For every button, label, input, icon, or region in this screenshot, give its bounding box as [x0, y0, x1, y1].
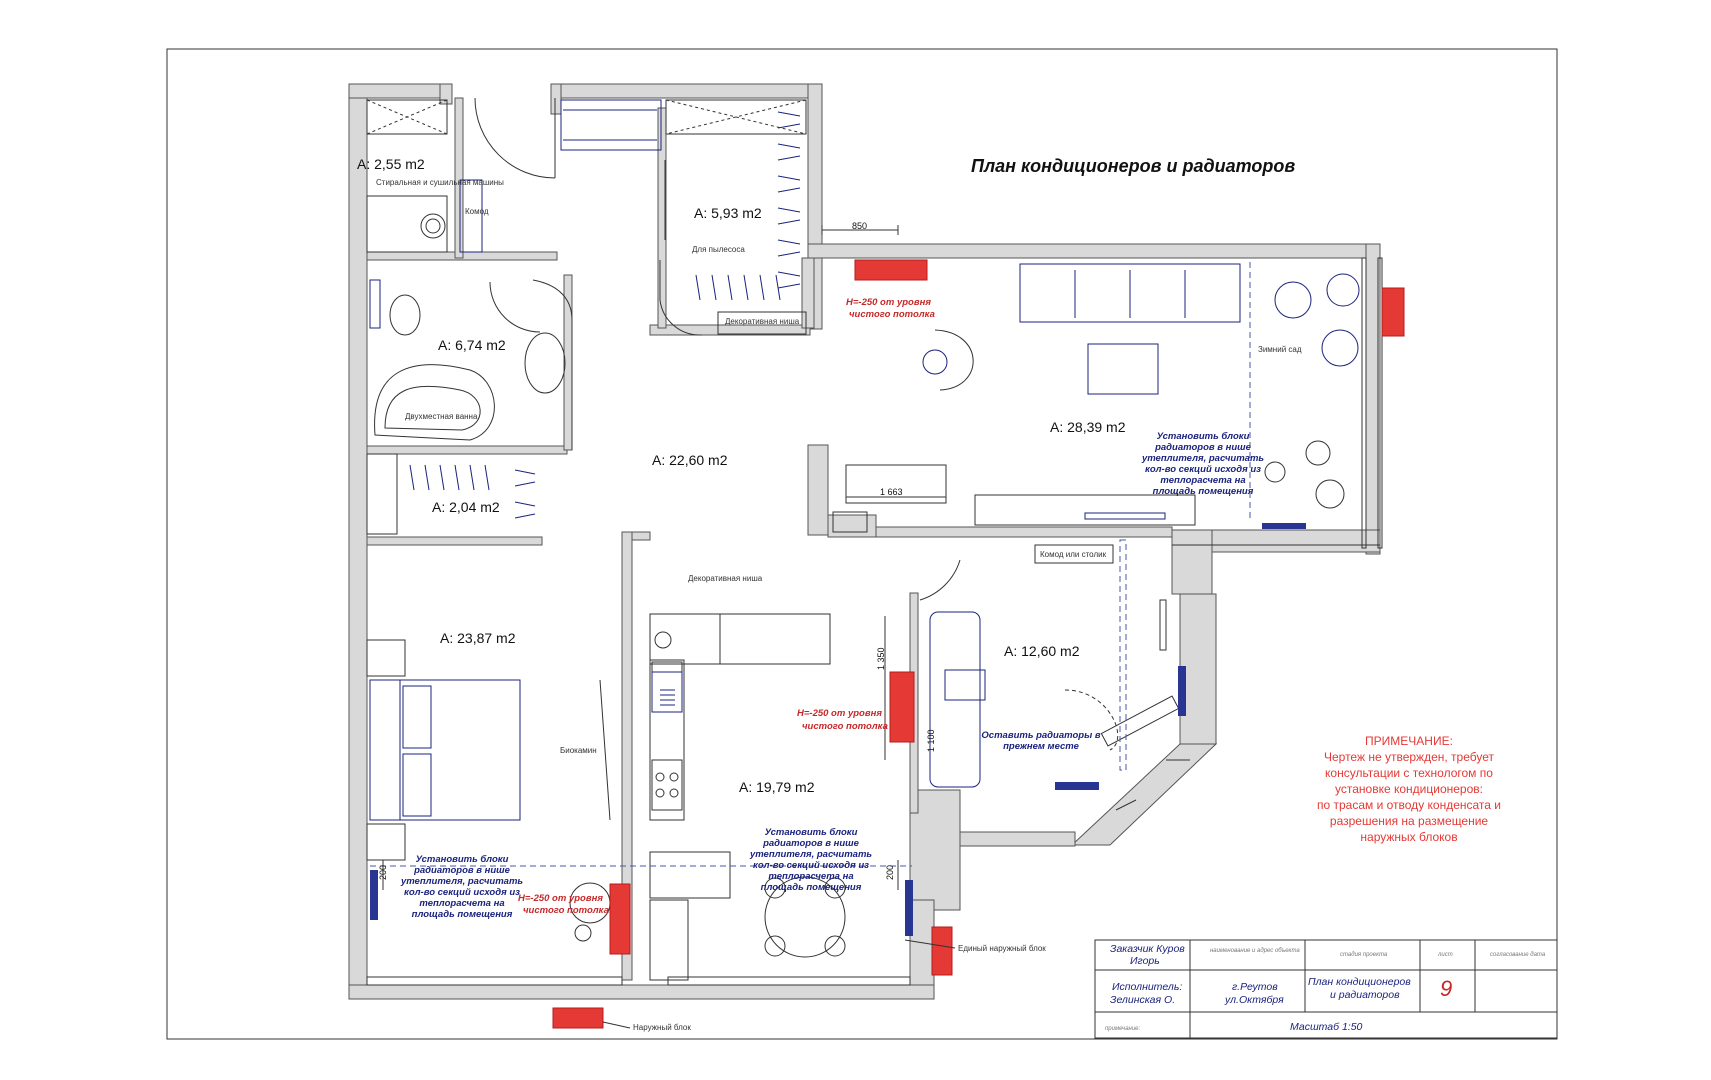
windows — [366, 257, 1383, 986]
label-outdoor: Наружный блок — [633, 1023, 691, 1032]
svg-text:утеплителя, расчитать: утеплителя, расчитать — [400, 876, 523, 887]
stamp-header-sheet: лист — [1437, 952, 1453, 958]
room-area-hall: A: 22,60 m2 — [652, 452, 728, 468]
svg-text:прежнем месте: прежнем месте — [1003, 741, 1079, 752]
svg-text:наружных блоков: наружных блоков — [1360, 830, 1457, 844]
dimensions — [382, 225, 956, 1029]
label-washer: Стиральная и сушильная машины — [376, 178, 504, 187]
svg-text:Н=-250 от уровня: Н=-250 от уровня — [846, 297, 931, 308]
stamp-header-object: наименование и адрес объекта — [1210, 948, 1300, 954]
height-note-bedroom: Н=-250 от уровня чистого потолка — [518, 893, 609, 916]
ac-indoor-bedroom — [609, 883, 631, 955]
ac-units — [552, 259, 1405, 1029]
label-biofire: Биокамин — [560, 746, 597, 755]
stamp-address: г.Реутов — [1232, 981, 1278, 993]
svg-text:Н=-250 от уровня: Н=-250 от уровня — [518, 893, 603, 904]
svg-text:теплорасчета на: теплорасчета на — [768, 871, 853, 882]
svg-text:кол-во секций исходя из: кол-во секций исходя из — [1145, 464, 1261, 475]
stamp-header-stage: стадия проекта — [1340, 952, 1388, 958]
svg-text:ул.Октября: ул.Октября — [1224, 994, 1284, 1006]
svg-text:Чертеж не утвержден, требует: Чертеж не утвержден, требует — [1324, 750, 1495, 764]
svg-text:чистого потолка: чистого потолка — [523, 905, 609, 916]
ac-outdoor-main — [552, 1007, 604, 1029]
svg-text:утеплителя, расчитать: утеплителя, расчитать — [1141, 453, 1264, 464]
svg-text:площадь помещения: площадь помещения — [761, 882, 862, 893]
svg-text:теплорасчета на: теплорасчета на — [1160, 475, 1245, 486]
ac-outdoor-living — [1381, 287, 1405, 337]
dim-1663: 1 663 — [880, 487, 903, 497]
svg-text:радиаторов в нише: радиаторов в нише — [413, 865, 511, 876]
dim-200-b: 200 — [885, 865, 895, 880]
keep-note-study: Оставить радиаторы в прежнем месте — [981, 730, 1100, 752]
svg-text:кол-во секций исходя из: кол-во секций исходя из — [404, 887, 520, 898]
furniture — [366, 97, 1360, 981]
svg-text:разрешения на размещение: разрешения на размещение — [1330, 814, 1489, 828]
room-area-wardrobe: A: 2,04 m2 — [432, 499, 500, 515]
svg-text:площадь помещения: площадь помещения — [1153, 486, 1254, 497]
label-bath: Двухместная ванна — [405, 412, 478, 421]
label-vacuum: Для пылесоса — [692, 245, 745, 254]
label-garden: Зимний сад — [1258, 345, 1302, 354]
svg-text:установке кондиционеров:: установке кондиционеров: — [1335, 782, 1483, 796]
svg-text:кол-во секций исходя из: кол-во секций исходя из — [753, 860, 869, 871]
svg-text:радиаторов в нише: радиаторов в нише — [1154, 442, 1252, 453]
room-area-living: A: 28,39 m2 — [1050, 419, 1126, 435]
stamp-remarks: примечание: — [1105, 1026, 1141, 1032]
plan-title: План кондиционеров и радиаторов — [971, 156, 1295, 176]
svg-text:теплорасчета на: теплорасчета на — [419, 898, 504, 909]
stamp-executor: Исполнитель: — [1112, 981, 1182, 993]
svg-text:Установить блоки: Установить блоки — [765, 827, 858, 838]
stamp-sheet-number: 9 — [1440, 976, 1452, 1001]
svg-text:и радиаторов: и радиаторов — [1330, 989, 1400, 1001]
svg-text:чистого потолка: чистого потолка — [802, 721, 888, 732]
label-komod-table: Комод или столик — [1040, 550, 1107, 559]
room-area-bathroom: A: 6,74 m2 — [438, 337, 506, 353]
dim-850: 850 — [852, 221, 867, 231]
sheet-frame — [166, 48, 1558, 1040]
ac-indoor-living — [854, 259, 928, 281]
room-area-kitchen: A: 19,79 m2 — [739, 779, 815, 795]
label-komod: Комод — [465, 207, 489, 216]
label-niche-2: Декоративная ниша — [688, 574, 763, 583]
stamp-customer: Заказчик Куров — [1110, 943, 1185, 955]
stamp-header-approval: согласование дата — [1490, 952, 1546, 958]
room-area-laundry: A: 2,55 m2 — [357, 156, 425, 172]
remark-block: ПРИМЕЧАНИЕ: Чертеж не утвержден, требует… — [1317, 734, 1501, 844]
svg-text:Установить блоки: Установить блоки — [416, 854, 509, 865]
svg-text:Игорь: Игорь — [1130, 955, 1160, 967]
walls — [348, 83, 1381, 1000]
svg-text:радиаторов в нише: радиаторов в нише — [762, 838, 860, 849]
label-niche-1: Декоративная ниша — [725, 317, 800, 326]
svg-text:Установить блоки: Установить блоки — [1157, 431, 1250, 442]
dim-200-a: 200 — [378, 865, 388, 880]
ac-indoor-kitchen — [889, 671, 915, 743]
install-note-living: Установить блоки радиаторов в нише утепл… — [1141, 431, 1264, 497]
install-note-bedroom: Установить блоки радиаторов в нише утепл… — [400, 854, 523, 920]
dim-1350: 1 350 — [876, 647, 886, 670]
label-single-outdoor: Единый наружный блок — [958, 944, 1046, 953]
svg-text:Зелинская О.: Зелинская О. — [1110, 994, 1175, 1006]
svg-text:консультации с технологом по: консультации с технологом по — [1325, 766, 1493, 780]
svg-text:чистого потолка: чистого потолка — [849, 309, 935, 320]
svg-text:площадь помещения: площадь помещения — [412, 909, 513, 920]
height-note-living: Н=-250 от уровня чистого потолка — [846, 297, 935, 320]
title-block: Заказчик Куров Игорь наименование и адре… — [1094, 939, 1558, 1039]
height-note-kitchen: Н=-250 от уровня чистого потолка — [797, 708, 888, 732]
room-area-bedroom: A: 23,87 m2 — [440, 630, 516, 646]
dim-1100: 1 100 — [926, 729, 936, 752]
room-area-study: A: 12,60 m2 — [1004, 643, 1080, 659]
svg-text:по трасам и отводу конденсата: по трасам и отводу конденсата и — [1317, 798, 1501, 812]
stamp-scale: Масштаб 1:50 — [1290, 1021, 1363, 1033]
svg-text:утеплителя, расчитать: утеплителя, расчитать — [749, 849, 872, 860]
ac-outdoor-single — [931, 926, 953, 976]
remark-heading: ПРИМЕЧАНИЕ: — [1365, 734, 1453, 748]
svg-text:Н=-250 от уровня: Н=-250 от уровня — [797, 708, 882, 719]
stamp-plan: План кондиционеров — [1308, 976, 1411, 988]
install-note-kitchen: Установить блоки радиаторов в нише утепл… — [749, 827, 872, 893]
svg-text:Оставить радиаторы в: Оставить радиаторы в — [981, 730, 1100, 741]
room-area-closet: A: 5,93 m2 — [694, 205, 762, 221]
